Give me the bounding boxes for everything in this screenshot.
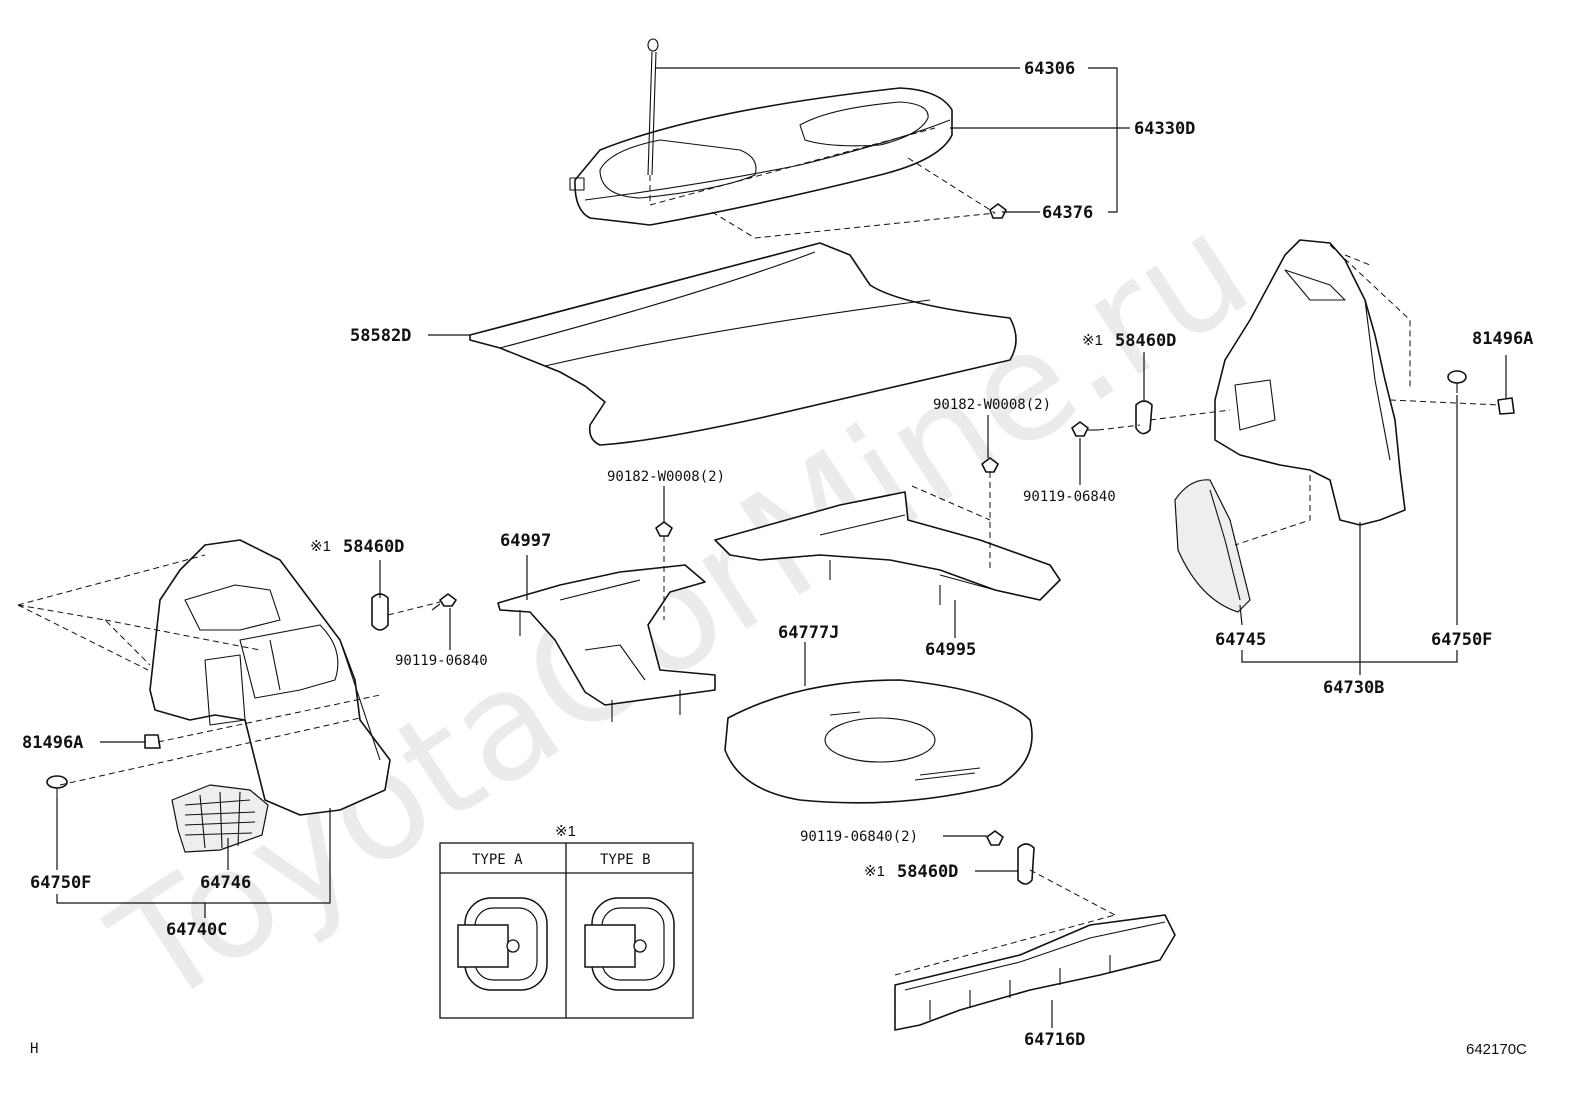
bolt-90119-bottom-drawing xyxy=(986,830,1004,846)
right-hook-58460d-drawing xyxy=(1135,400,1153,435)
label-90119-left: 90119-06840 xyxy=(395,653,488,669)
label-64376: 64376 xyxy=(1042,203,1093,223)
ref-mark-left: ※1 xyxy=(310,538,331,555)
hook-58460d-bottom-drawing xyxy=(1017,843,1035,885)
label-64740C: 64740C xyxy=(166,920,227,940)
clip-64376-drawing xyxy=(989,203,1007,219)
rod-64306-drawing xyxy=(647,38,659,205)
left-side-trim-drawing xyxy=(149,539,391,816)
leader-lines xyxy=(56,67,1507,1028)
label-81496A-right: 81496A xyxy=(1472,329,1533,349)
type-table-note: ※1 xyxy=(555,823,576,840)
type-table: ※1 TYPE A TYPE B xyxy=(439,823,694,1019)
label-64995: 64995 xyxy=(925,640,976,660)
label-64746: 64746 xyxy=(200,873,251,893)
clip-90182-center-drawing xyxy=(655,521,673,537)
label-58460D-left: 58460D xyxy=(343,537,404,557)
ref-mark-bottom: ※1 xyxy=(864,863,885,880)
label-64716D: 64716D xyxy=(1024,1030,1085,1050)
label-90119-bottom: 90119-06840(2) xyxy=(800,829,918,845)
left-bolt-90119-drawing xyxy=(431,593,457,611)
type-a-header: TYPE A xyxy=(472,852,523,868)
left-fastener-81496a-drawing xyxy=(144,734,161,749)
package-tray-trim-drawing xyxy=(569,87,953,226)
deck-board-64777j-drawing xyxy=(724,679,1033,804)
label-64750F-right: 64750F xyxy=(1431,630,1492,650)
label-64997: 64997 xyxy=(500,531,551,551)
label-90182-center: 90182-W0008(2) xyxy=(607,469,725,485)
right-bolt-90119-drawing xyxy=(1071,421,1098,437)
label-58582D: 58582D xyxy=(350,326,411,346)
label-64750F-left: 64750F xyxy=(30,873,91,893)
floor-box-64997-drawing xyxy=(497,564,716,722)
right-fastener-81496a-drawing xyxy=(1497,397,1515,415)
right-cover-64745-drawing xyxy=(1174,479,1251,613)
label-90182-right: 90182-W0008(2) xyxy=(933,397,1051,413)
type-b-header: TYPE B xyxy=(600,852,651,868)
clip-90182-right-drawing xyxy=(981,457,999,473)
label-64330D: 64330D xyxy=(1134,119,1195,139)
illustration-number: 642170C xyxy=(1466,1041,1527,1058)
right-side-trim-drawing xyxy=(1214,239,1406,526)
left-hook-58460d-drawing xyxy=(371,593,389,631)
type-a-hook-drawing xyxy=(457,897,548,991)
label-90119-right: 90119-06840 xyxy=(1023,489,1116,505)
sill-plate-64716d-drawing xyxy=(894,914,1176,1031)
right-clip-64750f-drawing xyxy=(1447,370,1467,393)
label-64730B: 64730B xyxy=(1323,678,1384,698)
left-clip-64750f-drawing xyxy=(46,775,68,798)
label-81496A-left: 81496A xyxy=(22,733,83,753)
ref-mark-right: ※1 xyxy=(1082,332,1103,349)
label-64745: 64745 xyxy=(1215,630,1266,650)
floor-box-64995-drawing xyxy=(714,491,1061,605)
luggage-mat-drawing xyxy=(469,242,1017,446)
type-b-hook-drawing xyxy=(584,897,675,991)
corner-left-code: H xyxy=(30,1041,38,1057)
label-58460D-right: 58460D xyxy=(1115,331,1176,351)
label-64306: 64306 xyxy=(1024,59,1075,79)
label-64777J: 64777J xyxy=(778,623,839,643)
label-58460D-bottom: 58460D xyxy=(897,862,958,882)
left-cover-64746-drawing xyxy=(171,784,269,853)
